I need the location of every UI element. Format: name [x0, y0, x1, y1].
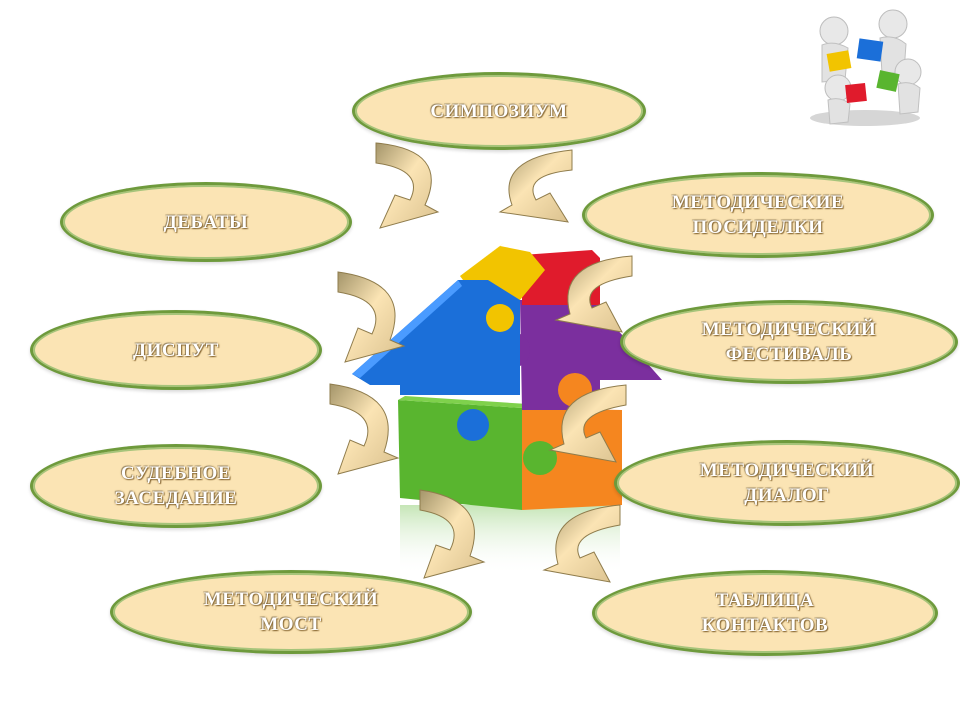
arrow-to-contacts: [542, 504, 621, 583]
arrow-to-bridge: [419, 489, 486, 579]
node-dialog: МЕТОДИЧЕСКИЙ ДИАЛОГ: [614, 440, 960, 526]
node-bridge-label: МЕТОДИЧЕСКИЙ МОСТ: [203, 589, 379, 635]
arrow-to-dialog: [548, 384, 627, 463]
node-debates: ДЕБАТЫ: [60, 182, 352, 262]
node-festival: МЕТОДИЧЕСКИЙ ФЕСТИВАЛЬ: [620, 300, 958, 384]
arrows: [329, 142, 633, 583]
people-puzzle-icon: [810, 9, 922, 126]
arrow-to-debates: [375, 142, 440, 229]
node-court: СУДЕБНОЕ ЗАСЕДАНИЕ: [30, 444, 322, 528]
node-symposium: СИМПОЗИУМ: [352, 72, 646, 150]
node-debates-label: ДЕБАТЫ: [163, 211, 249, 233]
arrow-to-festival: [554, 255, 633, 333]
node-contacts-label: ТАБЛИЦА КОНТАКТОВ: [701, 590, 829, 636]
arrow-to-gatherings: [498, 149, 573, 223]
node-dispute: ДИСПУТ: [30, 310, 322, 390]
arrow-to-court: [329, 383, 400, 475]
node-contacts: ТАБЛИЦА КОНТАКТОВ: [592, 570, 938, 656]
node-bridge: МЕТОДИЧЕСКИЙ МОСТ: [110, 570, 472, 654]
node-gatherings: МЕТОДИЧЕСКИЕ ПОСИДЕЛКИ: [582, 172, 934, 258]
node-dispute-label: ДИСПУТ: [133, 339, 219, 361]
node-court-label: СУДЕБНОЕ ЗАСЕДАНИЕ: [114, 463, 238, 509]
node-dialog-label: МЕТОДИЧЕСКИЙ ДИАЛОГ: [699, 460, 875, 506]
node-gatherings-label: МЕТОДИЧЕСКИЕ ПОСИДЕЛКИ: [671, 192, 845, 238]
node-festival-label: МЕТОДИЧЕСКИЙ ФЕСТИВАЛЬ: [701, 319, 877, 365]
node-symposium-label: СИМПОЗИУМ: [430, 100, 568, 122]
arrow-to-dispute: [337, 271, 406, 363]
